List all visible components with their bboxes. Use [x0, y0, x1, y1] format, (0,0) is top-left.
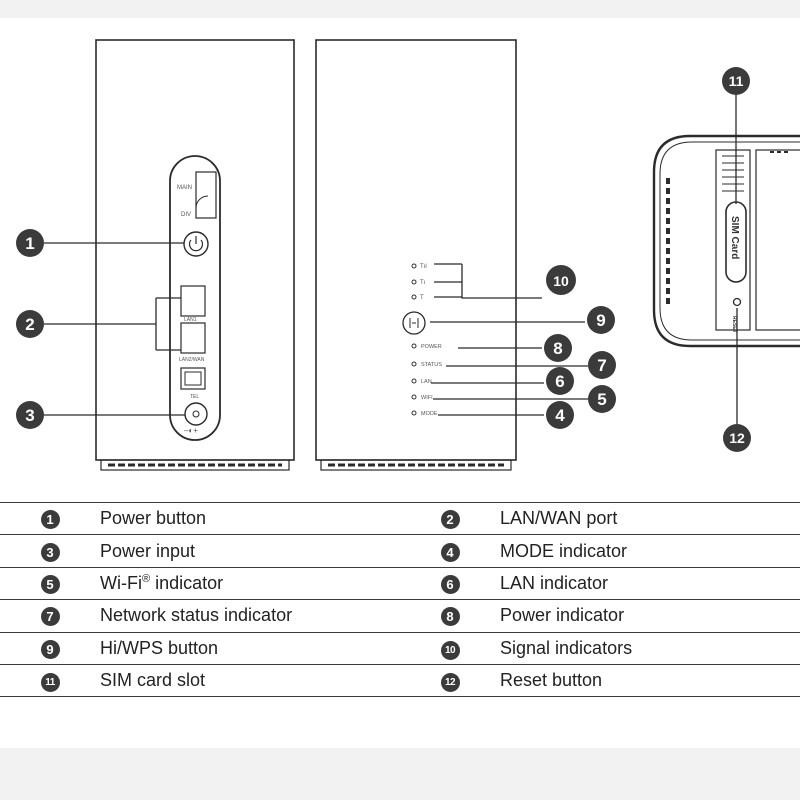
- legend-row: 11 SIM card slot 12 Reset button: [0, 663, 800, 698]
- callout-badge-11: 11: [722, 67, 750, 95]
- svg-text:12: 12: [729, 430, 745, 446]
- main-antenna-label: MAIN: [177, 185, 192, 191]
- router-bottom-view: [652, 134, 800, 348]
- svg-text:Tı: Tı: [420, 280, 426, 286]
- registered-mark: ®: [141, 572, 151, 585]
- legend-badge-5: 5: [40, 574, 60, 594]
- back-panel-labels: MAIN DIV LAN1 LAN2/WAN TEL –◐+: [177, 185, 205, 435]
- legend-text-5: Wi-Fi® indicator: [100, 566, 400, 601]
- legend-badge-12: 12: [440, 673, 460, 693]
- svg-text:7: 7: [597, 356, 606, 375]
- svg-text:8: 8: [553, 339, 562, 358]
- legend-text-4: MODE indicator: [500, 534, 800, 568]
- legend-row: 5 Wi-Fi® indicator 6 LAN indicator: [0, 566, 800, 601]
- leader-lines: [44, 94, 738, 424]
- legend-text-11: SIM card slot: [100, 663, 400, 698]
- callout-badge-2: 2: [16, 310, 44, 338]
- legend-badge-3: 3: [40, 542, 60, 562]
- lan1-label: LAN1: [184, 317, 197, 323]
- sim-card-label: SIM Card: [729, 216, 740, 259]
- svg-text:4: 4: [555, 406, 565, 425]
- div-antenna-label: DIV: [181, 212, 191, 218]
- legend-text-7: Network status indicator: [100, 599, 400, 633]
- lan2wan-label: LAN2/WAN: [179, 357, 205, 363]
- reset-label: RESET: [731, 316, 737, 333]
- callout-badge-7: 7: [588, 351, 616, 379]
- legend-badge-11: 11: [40, 673, 60, 693]
- legend-text-6: LAN indicator: [500, 566, 800, 601]
- svg-text:2: 2: [25, 315, 34, 334]
- callout-badge-12: 12: [723, 424, 751, 452]
- legend-text-8: Power indicator: [500, 599, 800, 633]
- legend-row: 1 Power button 2 LAN/WAN port: [0, 501, 800, 536]
- router-diagram: MAIN DIV LAN1 LAN2/WAN TEL –◐+: [16, 39, 800, 471]
- callout-badges: 1 2 3 4 5 6 7 8 9 10 11 12: [16, 67, 751, 452]
- diagram-sheet: MAIN DIV LAN1 LAN2/WAN TEL –◐+: [0, 18, 800, 748]
- legend-text-1: Power button: [100, 501, 400, 536]
- svg-text:9: 9: [596, 311, 605, 330]
- router-front-panel: [315, 39, 517, 471]
- signal-bar-icons: Tıl Tı T: [420, 264, 427, 301]
- svg-text:5: 5: [597, 390, 606, 409]
- legend-table: 1 Power button 2 LAN/WAN port 3 Power in…: [0, 501, 800, 698]
- legend-badge-8: 8: [440, 607, 460, 627]
- power-led-label: POWER: [421, 344, 442, 350]
- wifi-led-label: WIFI: [421, 395, 433, 401]
- legend-text-9: Hi/WPS button: [100, 631, 400, 665]
- status-led-label: STATUS: [421, 362, 442, 368]
- svg-text:Tıl: Tıl: [420, 264, 427, 270]
- legend-text-2: LAN/WAN port: [500, 501, 800, 536]
- legend-badge-7: 7: [40, 607, 60, 627]
- svg-text:6: 6: [555, 372, 564, 391]
- bottom-view-labels: SIM Card RESET: [729, 216, 740, 333]
- legend-badge-4: 4: [440, 542, 460, 562]
- callout-badge-8: 8: [544, 334, 572, 362]
- svg-text:10: 10: [553, 273, 569, 289]
- router-back-panel: [95, 39, 295, 471]
- legend-row: 7 Network status indicator 8 Power indic…: [0, 599, 800, 633]
- callout-badge-4: 4: [546, 401, 574, 429]
- svg-text:3: 3: [25, 406, 34, 425]
- callout-badge-1: 1: [16, 229, 44, 257]
- callout-badge-10: 10: [546, 265, 576, 295]
- legend-badge-1: 1: [40, 510, 60, 530]
- lan-led-label: LAN: [421, 379, 432, 385]
- front-led-labels: POWER STATUS LAN WIFI MODE: [421, 344, 442, 417]
- legend-row: 9 Hi/WPS button 10 Signal indicators: [0, 631, 800, 665]
- legend-text-3: Power input: [100, 534, 400, 568]
- front-led-dots: [411, 263, 417, 416]
- mode-led-label: MODE: [421, 411, 438, 417]
- callout-badge-9: 9: [587, 306, 615, 334]
- tel-label: TEL: [190, 394, 199, 400]
- svg-text:11: 11: [729, 73, 744, 89]
- svg-text:1: 1: [25, 234, 34, 253]
- legend-badge-10: 10: [440, 640, 460, 660]
- power-polarity-label: –◐+: [184, 426, 198, 435]
- callout-badge-3: 3: [16, 401, 44, 429]
- legend-row: 3 Power input 4 MODE indicator: [0, 534, 800, 568]
- legend-badge-9: 9: [40, 639, 60, 659]
- legend-text-12: Reset button: [500, 663, 800, 698]
- legend-badge-6: 6: [440, 574, 460, 594]
- legend-badge-2: 2: [440, 510, 460, 530]
- callout-badge-5: 5: [588, 385, 616, 413]
- callout-badge-6: 6: [546, 367, 574, 395]
- svg-text:T: T: [420, 295, 424, 301]
- legend-text-10: Signal indicators: [500, 631, 800, 665]
